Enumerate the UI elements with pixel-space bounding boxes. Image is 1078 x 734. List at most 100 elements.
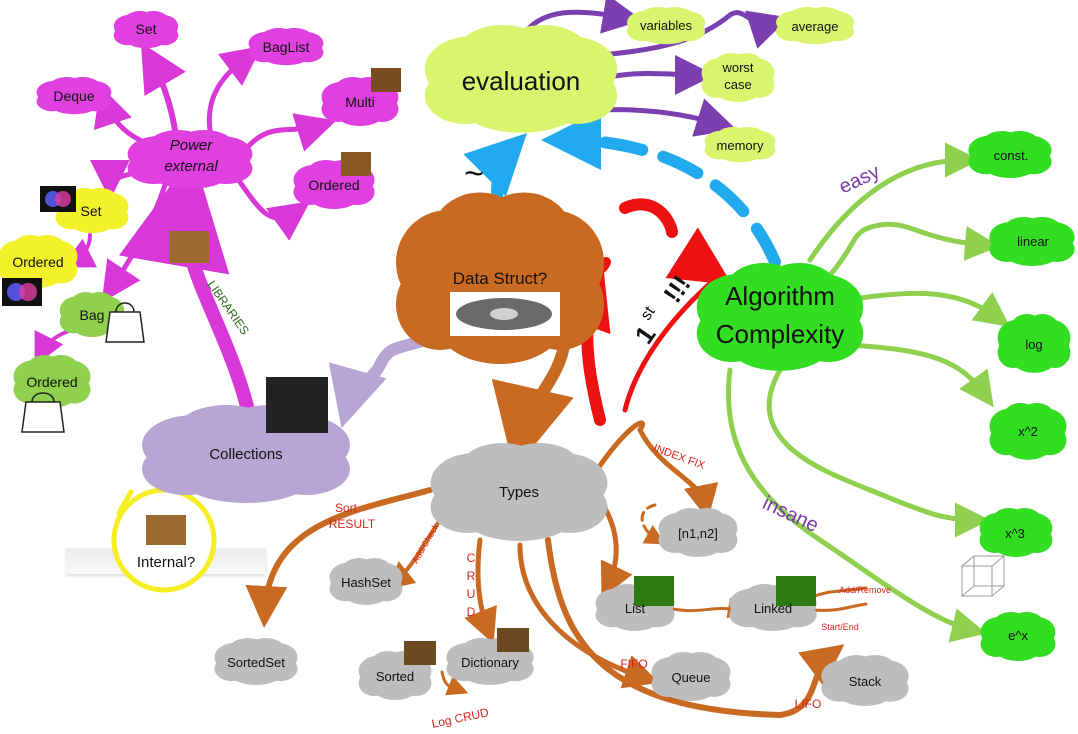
eval-variables: variables <box>640 18 693 33</box>
picture-thumbnail <box>169 231 209 263</box>
eval-average-cloud-puff <box>806 7 842 26</box>
power-cloud-puff <box>175 130 234 159</box>
algorithm-cloud-puff <box>728 318 832 371</box>
x2-cloud-puff <box>1019 403 1055 431</box>
ex-cloud-puff <box>1009 612 1044 636</box>
log-cloud-puff <box>1011 344 1057 373</box>
evaluation-title: evaluation <box>462 66 581 96</box>
ex-cloud <box>980 612 1056 661</box>
ex-cloud-puff <box>994 637 1042 661</box>
eval-case: case <box>724 77 751 92</box>
algorithm-title-line2: Complexity <box>716 319 845 349</box>
eval-variables-cloud <box>627 7 705 45</box>
x3-cloud-puff <box>1007 508 1042 532</box>
complexity-ex: e^x <box>1008 628 1028 643</box>
linear-cloud-puff <box>1005 242 1059 266</box>
data-struct-cloud <box>396 192 604 364</box>
power-baglist: BagList <box>263 39 310 55</box>
crud-c: C <box>467 551 476 565</box>
eval-worst-case-cloud-puff <box>715 78 761 102</box>
power-ordered-3: Ordered <box>26 374 77 390</box>
start-end-label: Start/End <box>821 622 859 632</box>
eval-memory-cloud-puff <box>718 145 762 163</box>
power-set-cloud <box>113 11 179 49</box>
list-cloud-puff <box>610 608 660 632</box>
insane-label: insane <box>759 492 822 537</box>
power-set-yellow-cloud-puff <box>69 211 115 234</box>
x3-cloud <box>979 508 1053 557</box>
eval-variables-cloud-puff <box>657 7 693 26</box>
stack-cloud <box>821 655 909 706</box>
const-cloud-puff <box>1000 131 1039 155</box>
type-sorted: Sorted <box>376 669 414 684</box>
complexity-const: const. <box>994 148 1029 163</box>
types-cloud-puff <box>498 443 581 491</box>
algorithm-cloud <box>696 263 864 371</box>
leaf-thumbnail <box>776 576 816 606</box>
type-linked: Linked <box>754 601 792 616</box>
type-list: List <box>625 601 646 616</box>
type-sortedset: SortedSet <box>227 655 285 670</box>
x2-cloud-puff <box>1004 432 1052 460</box>
algorithm-title-line1: Algorithm <box>725 281 835 311</box>
eval-worst-case-cloud-puff <box>729 53 764 77</box>
hard-disk-spindle <box>490 308 518 320</box>
picture-thumbnails <box>2 68 1005 665</box>
tilde-symbol: ~ <box>464 155 484 193</box>
red-dash-1 <box>619 198 678 238</box>
sortedset-cloud-puff <box>246 638 285 662</box>
picture-thumbnail <box>266 377 328 433</box>
easy-label: easy <box>836 161 884 199</box>
picture-thumbnail <box>497 628 529 652</box>
eval-average: average <box>792 19 839 34</box>
collections-arrow <box>328 332 438 429</box>
type-hashset: HashSet <box>341 575 391 590</box>
log-crud-label: Log CRUD <box>430 705 490 731</box>
power-set-yellow-cloud-puff <box>83 188 118 211</box>
power-bag-cloud-puff <box>84 292 115 315</box>
power-ordered-yellow-cloud <box>0 235 78 288</box>
add-remove-label: Add/Remove <box>839 585 891 595</box>
picture-thumbnail <box>146 515 186 545</box>
power-ordered-green-cloud-puff <box>43 355 79 381</box>
linked-cloud-puff <box>746 608 800 632</box>
n1n2-cloud-puff <box>688 508 726 532</box>
types-title: Types <box>499 484 539 501</box>
bag-icon <box>21 401 65 433</box>
eval-average-cloud <box>776 7 854 45</box>
leaf-thumbnail <box>634 576 674 606</box>
first-note-suffix: st <box>638 303 659 323</box>
power-set-yellow-cloud <box>55 188 129 234</box>
complexity-connectors <box>726 142 1011 643</box>
complexity-x2: x^2 <box>1018 424 1038 439</box>
bag-icon-handle <box>115 302 135 313</box>
type-n1n2: [n1,n2] <box>678 526 718 541</box>
complexity-log: log <box>1025 337 1042 352</box>
hashset-cloud-puff <box>357 558 392 582</box>
power-baglist-cloud-puff <box>262 47 310 66</box>
power-set: Set <box>135 21 156 37</box>
eval-worst-case-cloud <box>701 53 775 102</box>
picture-thumbnail <box>341 152 371 176</box>
sort-result-line1: Sort <box>335 501 358 515</box>
stack-cloud-puff <box>854 655 896 680</box>
power-set-2: Set <box>80 203 101 219</box>
crud-d: D <box>467 605 476 619</box>
power-set-cloud-puff <box>126 30 166 49</box>
types-connectors <box>245 334 868 719</box>
crud-r: R <box>467 569 476 583</box>
power-title-line2: external <box>164 158 218 175</box>
cube-icon <box>961 555 1005 597</box>
power-multi-cloud-puff <box>336 102 384 126</box>
type-stack: Stack <box>849 674 882 689</box>
power-baglist-cloud <box>248 28 324 66</box>
evaluation-cloud-puff <box>498 25 588 78</box>
sortedset-cloud-puff <box>230 662 282 686</box>
venn-circle <box>19 283 37 301</box>
complexity-linear: linear <box>1017 234 1049 249</box>
crud-u: U <box>467 587 476 601</box>
power-title-line1: Power <box>170 137 214 154</box>
queue-cloud-puff <box>681 652 719 676</box>
power-deque: Deque <box>53 88 94 104</box>
